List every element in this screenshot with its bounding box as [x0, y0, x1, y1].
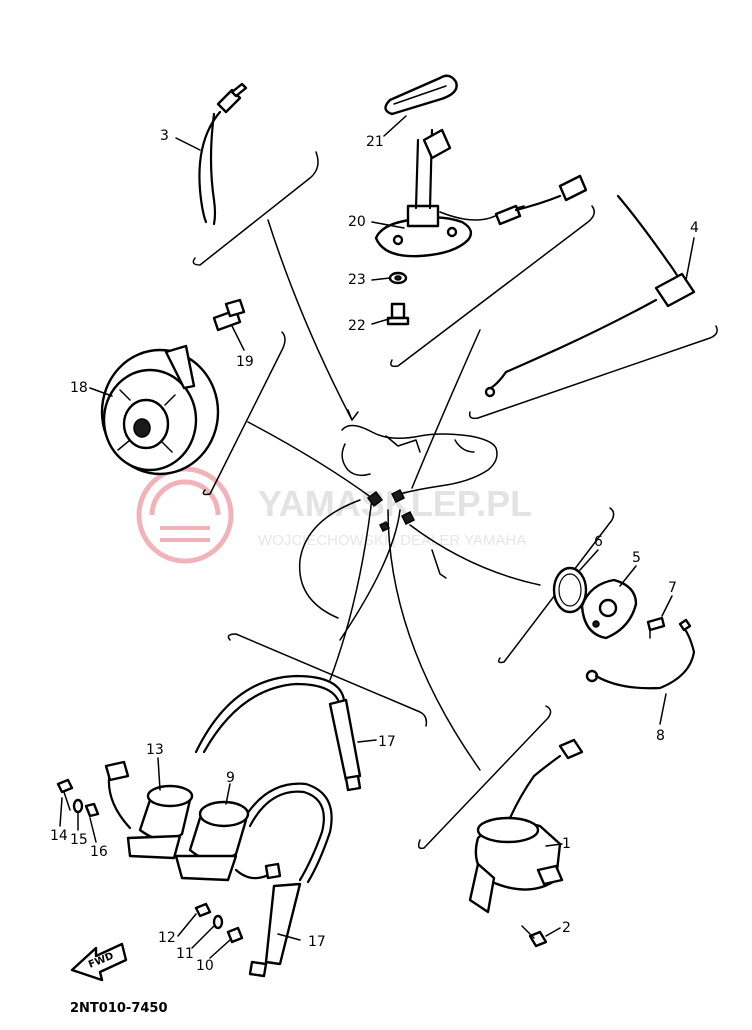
- part-21-gasket: [384, 74, 458, 116]
- watermark: YAMASKLEP.PL WOJCIECHOWSKI | DEALER YAMA…: [136, 466, 532, 564]
- callout-labels: 3 21 20 23 22 4 19 18 6 5 7 8 17 13 9 14…: [50, 128, 699, 974]
- callout-8: 8: [656, 728, 665, 744]
- part-5-sensor: [580, 578, 638, 640]
- callout-5: 5: [632, 550, 641, 566]
- part-23-washer: [388, 271, 408, 285]
- callout-22: 22: [348, 318, 366, 334]
- callout-6: 6: [594, 534, 603, 550]
- callout-13: 13: [146, 742, 164, 758]
- leader-lines: [59, 115, 695, 959]
- part-17-spark-plug-cap-lower: [240, 782, 333, 978]
- dealer-logo-icon: [136, 466, 234, 564]
- callout-21: 21: [366, 134, 384, 150]
- part-16-nut: [84, 802, 100, 818]
- part-1-switch: [468, 738, 584, 914]
- callout-2: 2: [562, 920, 571, 936]
- callout-7: 7: [668, 580, 677, 596]
- part-19-bolt: [212, 298, 246, 332]
- callout-17-lower: 17: [308, 934, 326, 950]
- fwd-direction-arrow-icon: FWD: [70, 942, 128, 982]
- part-3-lead-switch: [198, 82, 248, 226]
- part-14-bolt: [56, 778, 74, 811]
- part-18-horn: [100, 344, 220, 476]
- part-17-spark-plug-cap-upper: [194, 674, 362, 792]
- part-7-screw: [646, 616, 666, 639]
- watermark-brand: YAMASKLEP.PL: [258, 483, 532, 524]
- callout-15: 15: [70, 832, 88, 848]
- callout-23: 23: [348, 272, 366, 288]
- part-20-fuel-sender: [374, 128, 588, 258]
- callout-11: 11: [176, 946, 194, 962]
- callout-10: 10: [196, 958, 214, 974]
- part-8-lead-wire: [585, 618, 696, 690]
- harness-lines: [247, 219, 541, 771]
- callout-18: 18: [70, 380, 88, 396]
- callout-17-upper: 17: [378, 734, 396, 750]
- callout-16: 16: [90, 844, 108, 860]
- part-12-nut: [194, 902, 212, 918]
- callout-12: 12: [158, 930, 176, 946]
- part-4-neutral-switch: [484, 194, 696, 398]
- callout-20: 20: [348, 214, 366, 230]
- part-6-o-ring: [552, 566, 588, 614]
- callout-9: 9: [226, 770, 235, 786]
- callout-19: 19: [236, 354, 254, 370]
- part-10-bolt: [226, 926, 244, 944]
- part-13-ignition-coil: [104, 760, 194, 860]
- figure-code: 2NT010-7450: [70, 1001, 168, 1016]
- callout-3: 3: [160, 128, 169, 144]
- part-15-washer: [72, 798, 84, 814]
- part-22-screw: [386, 302, 410, 326]
- frame-outline: [298, 424, 498, 619]
- callout-4: 4: [690, 220, 699, 236]
- callout-1: 1: [562, 836, 571, 852]
- part-11-washer: [212, 914, 224, 930]
- part-2-screw: [521, 925, 548, 948]
- callout-14: 14: [50, 828, 68, 844]
- part-9-ignition-coil: [174, 800, 282, 882]
- group-brackets: [192, 151, 718, 850]
